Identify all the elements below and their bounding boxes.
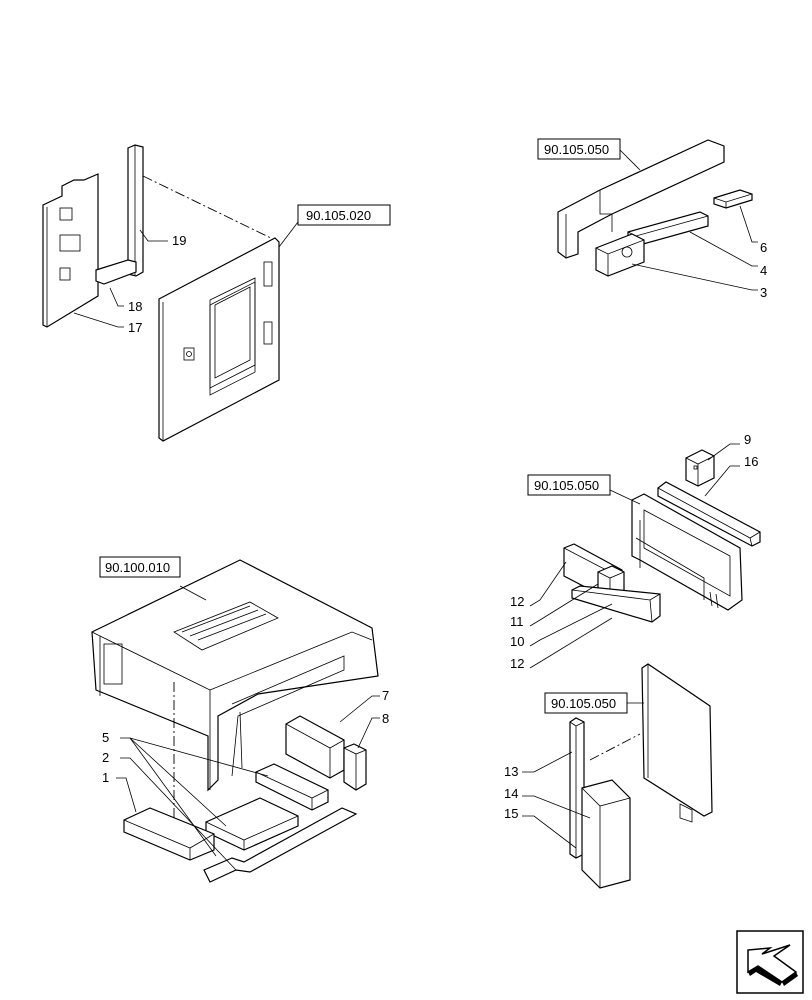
part-9-box	[685, 449, 715, 487]
callout-2: 2	[102, 750, 109, 765]
group-bottom-right: 13 14 15 90.105.050	[504, 663, 713, 889]
part-2-strip	[203, 807, 358, 883]
part-18-bar	[95, 259, 137, 285]
callout-10: 10	[510, 634, 524, 649]
part-5-pad-a	[255, 763, 329, 811]
part-1-base	[123, 807, 215, 861]
group-bottom-left: 7 8 5 2 1 90.100.010	[91, 556, 389, 883]
callout-8: 8	[382, 711, 389, 726]
arrow-previous-icon[interactable]	[736, 930, 804, 994]
callout-9: 9	[744, 432, 751, 447]
plate-90-105-020	[158, 237, 280, 442]
part-14-plate	[581, 779, 631, 889]
panel-90-105-050	[641, 663, 713, 817]
callout-3: 3	[760, 285, 767, 300]
callout-14: 14	[504, 786, 518, 801]
callout-16: 16	[744, 454, 758, 469]
callout-12-b: 12	[510, 656, 524, 671]
part-10-bar	[571, 585, 661, 623]
ref-label-bottom-left[interactable]: 90.100.010	[105, 560, 170, 575]
callout-12-a: 12	[510, 594, 524, 609]
part-8-block	[343, 743, 367, 791]
part-6-block	[713, 189, 753, 209]
callout-15: 15	[504, 806, 518, 821]
part-19-post	[127, 144, 144, 277]
group-top-right: 6 4 3 90.105.050	[537, 138, 767, 300]
frame-90-105-050	[631, 493, 743, 611]
ref-label-top-right[interactable]: 90.105.050	[544, 142, 609, 157]
callout-5: 5	[102, 730, 109, 745]
callout-19: 19	[172, 233, 186, 248]
part-17-panel	[42, 173, 99, 328]
callout-11: 11	[510, 614, 524, 629]
callout-4: 4	[760, 263, 767, 278]
part-7-block	[285, 715, 345, 779]
callout-13: 13	[504, 764, 518, 779]
ref-label-top-left[interactable]: 90.105.020	[306, 208, 371, 223]
group-top-left: 19 18 17 90.105.020	[42, 144, 391, 442]
callout-7: 7	[382, 688, 389, 703]
part-3-block	[595, 233, 645, 277]
callout-1: 1	[102, 770, 109, 785]
callout-17: 17	[128, 320, 142, 335]
ref-label-bottom-right[interactable]: 90.105.050	[551, 696, 616, 711]
ref-label-mid-right[interactable]: 90.105.050	[534, 478, 599, 493]
housing-90-100-010	[91, 559, 379, 792]
callout-6: 6	[760, 240, 767, 255]
callout-18: 18	[128, 299, 142, 314]
group-mid-right: 9 16 12 11 10 12 90.105.050	[510, 432, 761, 671]
